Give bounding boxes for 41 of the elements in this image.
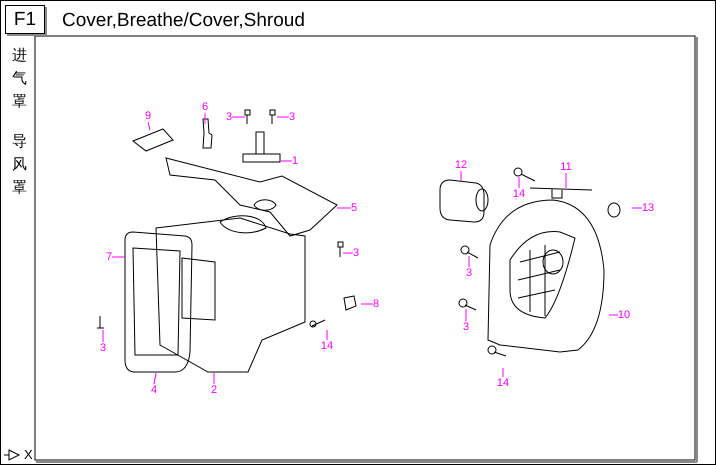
callout-number: 13	[642, 202, 654, 214]
callout-number: 9	[144, 110, 152, 122]
leader-line	[148, 122, 150, 130]
callout-number: 10	[618, 309, 630, 321]
callout-number: 8	[372, 298, 380, 310]
title: Cover,Breathe/Cover,Shroud	[62, 10, 305, 32]
callout-number: 3	[466, 267, 472, 279]
vertical-label: 导风罩	[12, 131, 28, 198]
callout-number: 1	[292, 155, 298, 167]
callout-number: 12	[454, 159, 468, 171]
leader-line	[204, 112, 206, 124]
callout-number: 3	[226, 111, 232, 123]
leader-line	[502, 368, 504, 378]
leader-line	[460, 170, 462, 182]
callout-number: 14	[512, 188, 526, 200]
leader-line	[280, 160, 292, 162]
callout-number: 11	[560, 161, 572, 173]
callout-number: 3	[352, 247, 360, 259]
leader-line	[276, 116, 290, 118]
leader-line	[468, 256, 470, 268]
callout-number: 14	[496, 377, 510, 389]
leader-line	[232, 116, 246, 118]
leader-line	[112, 256, 126, 258]
leader-line	[154, 372, 156, 384]
leader-line	[342, 252, 354, 254]
leader-line	[326, 330, 328, 340]
callout-number: 3	[288, 111, 296, 123]
vertical-label: 进气罩	[12, 45, 28, 112]
leader-line	[102, 330, 104, 342]
callout-number: 6	[202, 101, 208, 113]
callout-number: 2	[210, 384, 218, 396]
callout-number: 7	[106, 251, 112, 263]
callout-number: 14	[320, 340, 334, 352]
leader-line	[518, 176, 520, 188]
callout-number: 4	[150, 384, 158, 396]
callout-number: 3	[462, 321, 470, 333]
leader-line	[608, 314, 618, 316]
callout-number: 3	[100, 342, 106, 354]
close-mark: X	[24, 448, 33, 462]
figure-number-box: F1	[5, 5, 45, 34]
callout-number: 5	[350, 202, 358, 214]
